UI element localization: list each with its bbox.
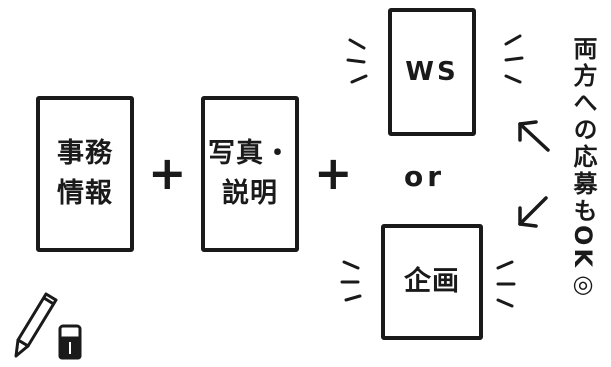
plus-sign-first: + <box>148 146 187 200</box>
plan-emphasis-right <box>496 260 516 308</box>
plan-emphasis-left <box>340 260 362 302</box>
eraser-icon <box>58 324 82 360</box>
ws-emphasis-left <box>346 38 368 84</box>
plan-label: 企画 <box>404 266 460 297</box>
plus-sign-second: + <box>314 146 353 200</box>
side-note-both-ok: 両方への応募もOK◎ <box>569 36 597 301</box>
ws-emphasis-right <box>504 34 524 84</box>
ws-label: WS <box>405 57 459 87</box>
ws-card: WS <box>388 8 476 136</box>
or-connector: or <box>404 160 446 193</box>
plan-card: 企画 <box>381 224 483 340</box>
office-info-card: 事務 情報 <box>36 96 134 252</box>
office-info-label: 事務 情報 <box>57 138 113 209</box>
arrow-down-left-icon <box>518 196 548 228</box>
photo-description-label: 写真・ 説明 <box>208 138 292 209</box>
pencil-icon <box>14 292 58 358</box>
arrow-up-left-icon <box>518 120 550 152</box>
photo-description-card: 写真・ 説明 <box>201 96 299 252</box>
